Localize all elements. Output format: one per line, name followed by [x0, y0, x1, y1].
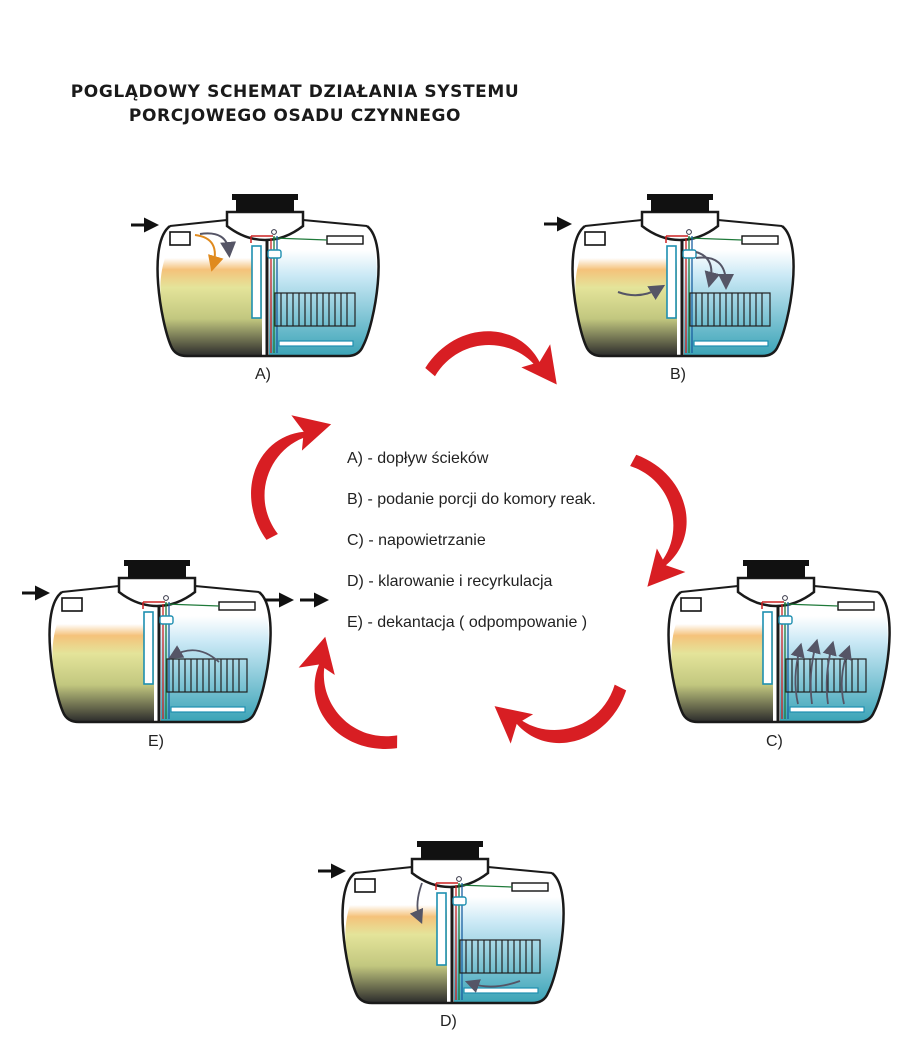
tank-stage-d — [343, 841, 564, 1003]
tank-stage-b — [573, 194, 794, 356]
cycle-arrow-d-e — [285, 636, 407, 773]
tank-stage-c — [669, 560, 890, 722]
cycle-arrow-b-c — [624, 447, 698, 587]
legend-item-b: B) - podanie porcji do komory reak. — [347, 491, 596, 508]
stage-label-d: D) — [440, 1013, 457, 1030]
stage-label-a: A) — [255, 366, 271, 383]
legend-item-c: C) - napowietrzanie — [347, 532, 486, 549]
tank-stage-e — [50, 560, 271, 722]
title-line-1: POGLĄDOWY SCHEMAT DZIAŁANIA SYSTEMU — [70, 82, 520, 102]
stage-label-e: E) — [148, 733, 164, 750]
legend-item-d: D) - klarowanie i recyrkulacja — [347, 573, 553, 590]
stage-label-b: B) — [670, 366, 686, 383]
legend-item-a: A) - dopływ ścieków — [347, 450, 489, 467]
cycle-arrow-c-d — [494, 678, 635, 756]
cycle-arrow-e-a — [230, 403, 332, 545]
legend-item-e: E) - dekantacja ( odpompowanie ) — [347, 614, 588, 631]
stage-label-c: C) — [766, 733, 783, 750]
tank-stage-a — [158, 194, 379, 356]
legend: A) - dopływ ścieków B) - podanie porcji … — [347, 450, 596, 655]
title-line-2: PORCJOWEGO OSADU CZYNNEGO — [128, 106, 462, 126]
cycle-arrow-a-b — [424, 329, 559, 385]
diagram-title: POGLĄDOWY SCHEMAT DZIAŁANIA SYSTEMU PORC… — [60, 80, 530, 128]
